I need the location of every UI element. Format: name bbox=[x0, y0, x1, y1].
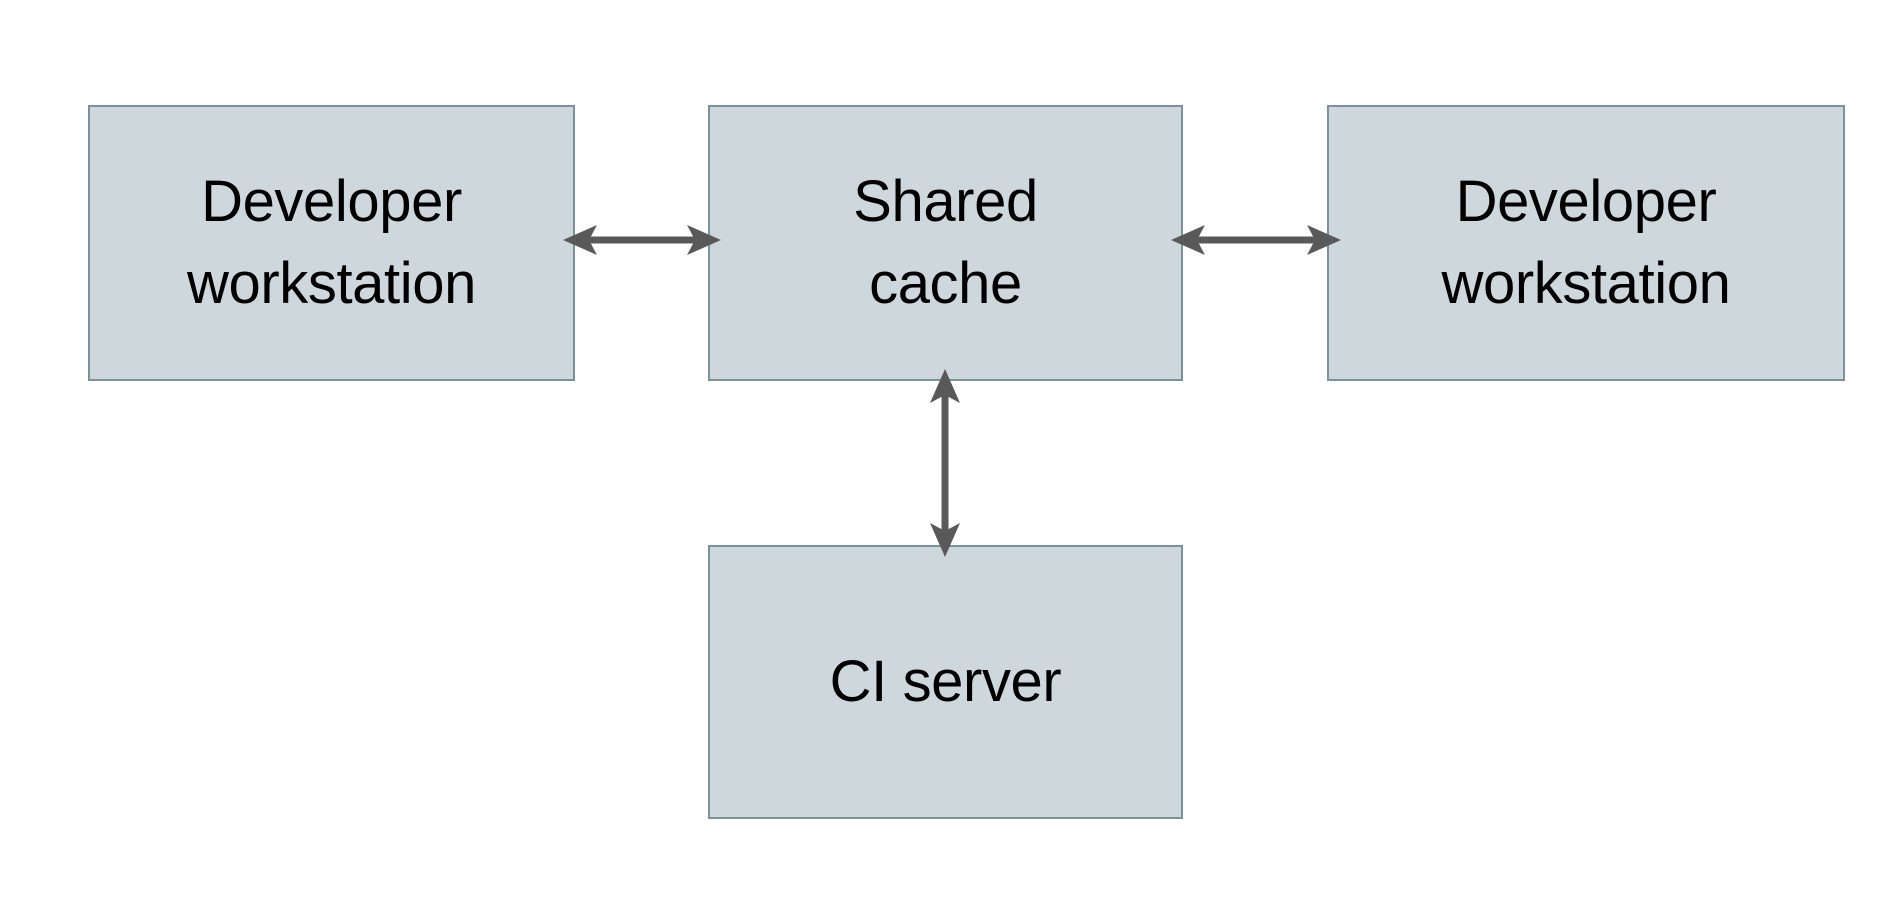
node-developer-workstation-left[interactable]: Developer workstation bbox=[88, 105, 575, 381]
node-label: CI server bbox=[829, 648, 1062, 714]
arrowhead-left-icon bbox=[563, 225, 597, 255]
node-label: Shared cache bbox=[853, 168, 1038, 316]
arrowhead-up-icon bbox=[930, 369, 960, 403]
edge-dev-left-to-shared-cache-bidirectional[interactable] bbox=[563, 200, 721, 280]
edge-shared-cache-to-ci-server-bidirectional[interactable] bbox=[905, 369, 985, 557]
arrowhead-down-icon bbox=[930, 523, 960, 557]
arrowhead-right-icon bbox=[1307, 225, 1341, 255]
node-developer-workstation-right[interactable]: Developer workstation bbox=[1327, 105, 1845, 381]
arrowhead-left-icon bbox=[1171, 225, 1205, 255]
node-shared-cache[interactable]: Shared cache bbox=[708, 105, 1183, 381]
node-label: Developer workstation bbox=[1441, 168, 1731, 316]
arrowhead-right-icon bbox=[687, 225, 721, 255]
node-label: Developer workstation bbox=[187, 168, 476, 316]
edge-shared-cache-to-dev-right-bidirectional[interactable] bbox=[1171, 200, 1341, 280]
node-ci-server[interactable]: CI server bbox=[708, 545, 1183, 819]
